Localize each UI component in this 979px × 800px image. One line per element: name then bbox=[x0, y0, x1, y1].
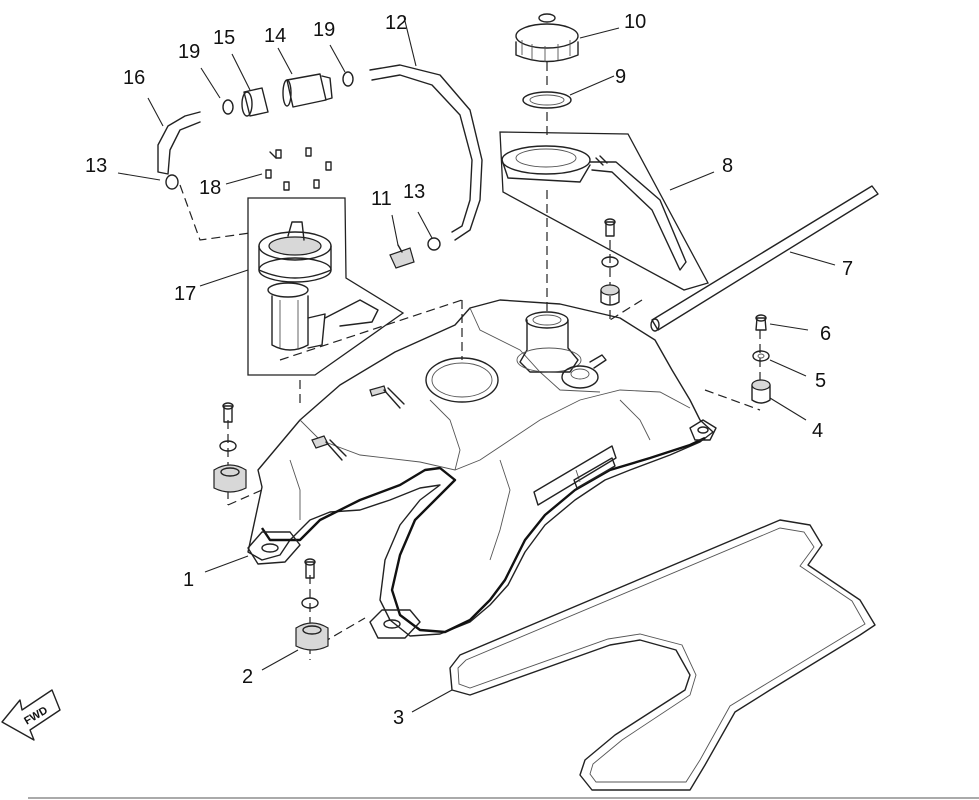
callout-16: 16 bbox=[123, 67, 145, 89]
mounting-hardware bbox=[213, 218, 771, 651]
callout-6: 6 bbox=[820, 323, 831, 345]
filler-housing-group bbox=[499, 131, 709, 291]
forward-arrow-icon: FWD bbox=[1, 689, 61, 741]
callout-19-left: 19 bbox=[178, 41, 200, 63]
callout-13-right: 13 bbox=[403, 181, 425, 203]
callout-17: 17 bbox=[174, 283, 196, 305]
callout-8: 8 bbox=[722, 155, 733, 177]
tank-pad bbox=[449, 519, 876, 791]
fuel-pump-group bbox=[247, 197, 405, 376]
callout-labels: 1 2 3 4 5 6 7 8 9 10 11 12 13 13 14 15 1… bbox=[85, 11, 853, 729]
callout-4: 4 bbox=[812, 420, 823, 442]
filler-cap-assembly bbox=[515, 13, 579, 109]
vent-tube bbox=[650, 185, 879, 332]
fuel-line-components bbox=[157, 64, 483, 269]
callout-14: 14 bbox=[264, 25, 286, 47]
callout-5: 5 bbox=[815, 370, 826, 392]
callout-13-left: 13 bbox=[85, 155, 107, 177]
leader-lines bbox=[117, 16, 836, 713]
callout-10: 10 bbox=[624, 11, 646, 33]
callout-11: 11 bbox=[371, 188, 392, 210]
callout-2: 2 bbox=[242, 666, 253, 688]
fuel-tank bbox=[247, 299, 717, 639]
callout-3: 3 bbox=[393, 707, 404, 729]
callout-7: 7 bbox=[842, 258, 853, 280]
callout-12: 12 bbox=[385, 12, 407, 34]
callout-1: 1 bbox=[183, 569, 194, 591]
callout-15: 15 bbox=[213, 27, 235, 49]
callout-9: 9 bbox=[615, 66, 626, 88]
callout-19-right: 19 bbox=[313, 19, 335, 41]
callout-18: 18 bbox=[199, 177, 221, 199]
